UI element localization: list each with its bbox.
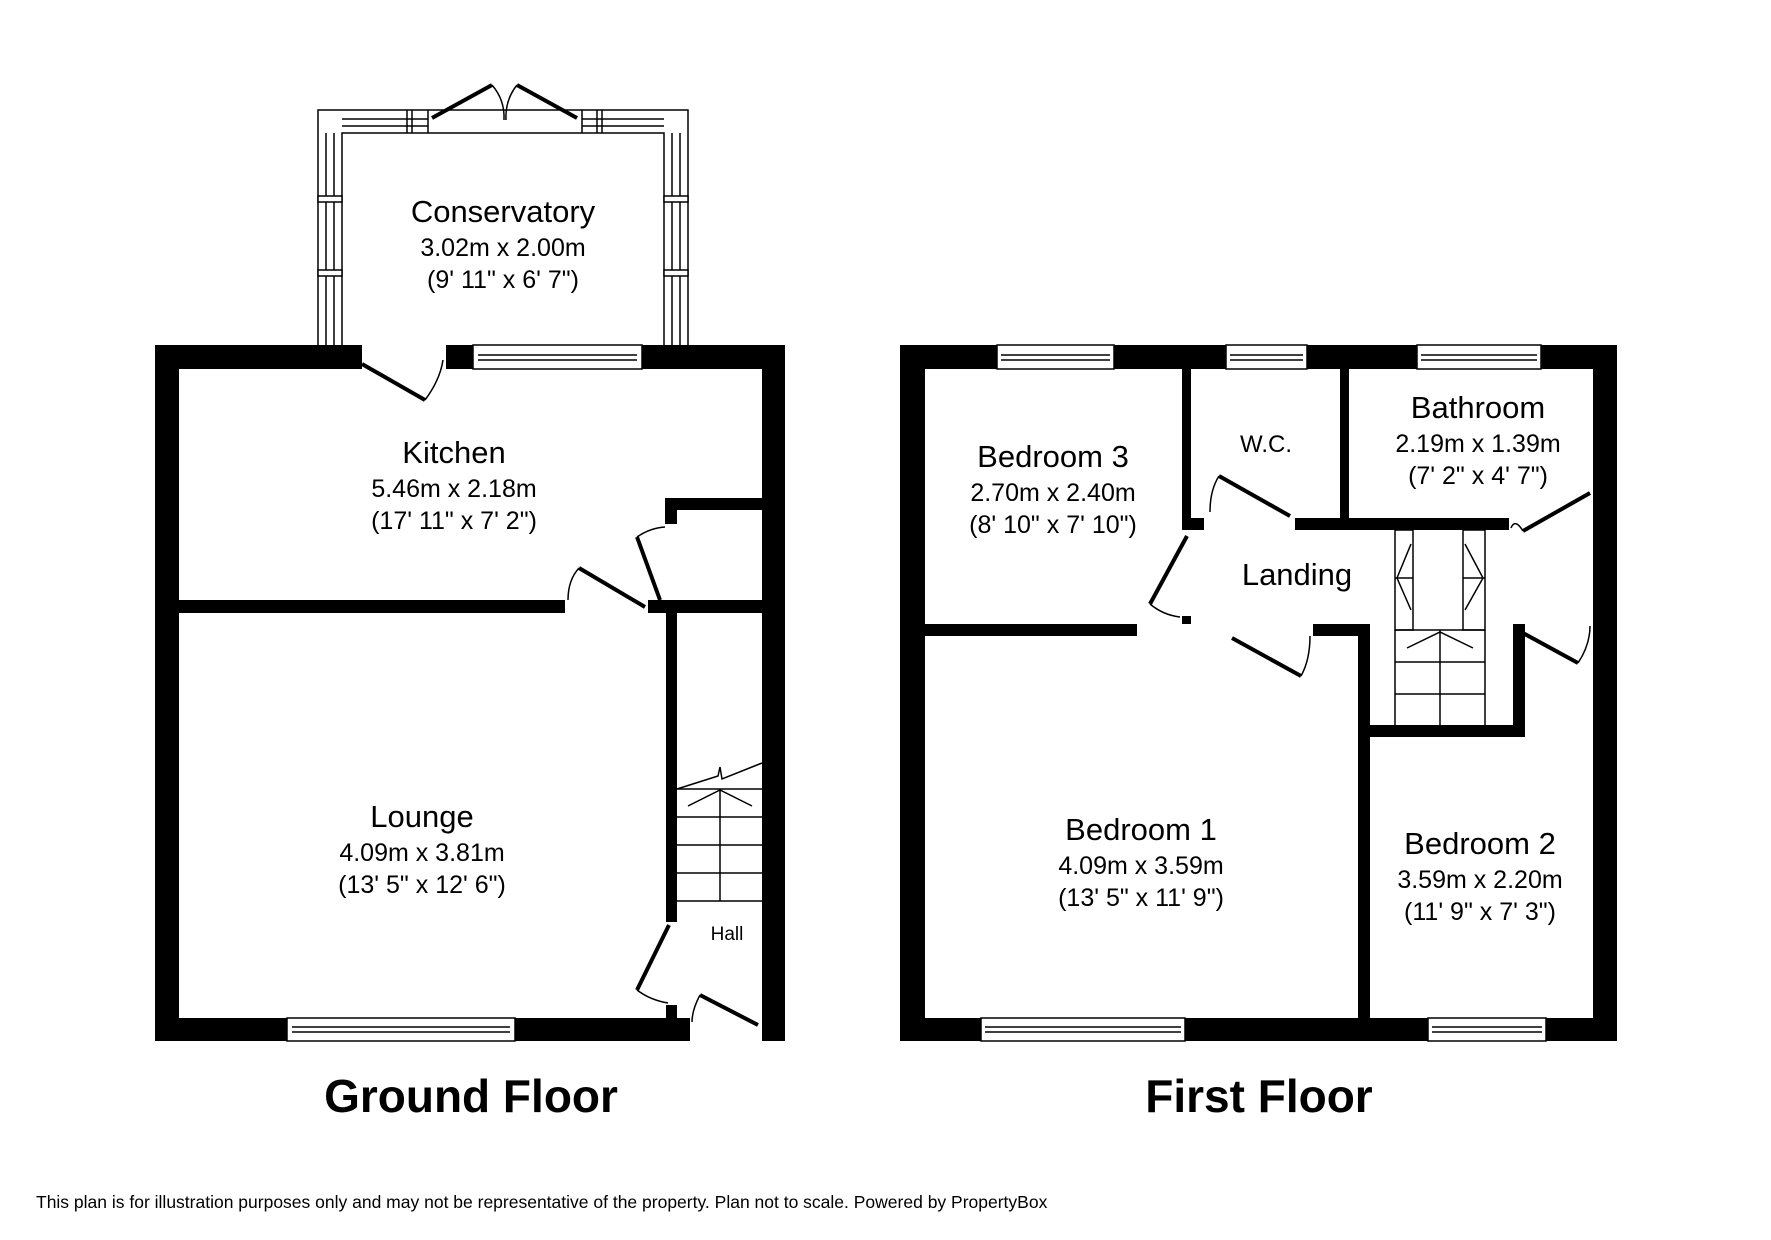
first-floor-plan: Bedroom 3 2.70m x 2.40m (8' 10" x 7' 10"… — [900, 344, 1617, 1122]
ground-floor-doors — [361, 359, 759, 1027]
landing-name: Landing — [1242, 557, 1352, 592]
first-floor-windows — [980, 344, 1547, 1042]
bedroom1-metric: 4.09m x 3.59m — [1058, 852, 1223, 880]
kitchen-metric: 5.46m x 2.18m — [371, 475, 536, 503]
hall-name: Hall — [711, 924, 744, 945]
disclaimer-footer: This plan is for illustration purposes o… — [36, 1192, 1048, 1212]
bathroom-metric: 2.19m x 1.39m — [1395, 430, 1560, 458]
french-doors — [431, 83, 578, 121]
first-floor-doors — [1148, 474, 1591, 678]
conservatory-name: Conservatory — [411, 194, 596, 229]
bedroom3-metric: 2.70m x 2.40m — [970, 479, 1135, 507]
conservatory-frame — [317, 83, 689, 345]
bedroom1-name: Bedroom 1 — [1065, 812, 1217, 847]
bathroom-imperial: (7' 2" x 4' 7") — [1408, 462, 1548, 490]
bedroom2-imperial: (11' 9" x 7' 3") — [1404, 898, 1556, 926]
ground-floor-stairs — [676, 762, 763, 902]
wc-name: W.C. — [1240, 431, 1292, 458]
lounge-imperial: (13' 5" x 12' 6") — [338, 871, 506, 899]
conservatory-metric: 3.02m x 2.00m — [420, 234, 585, 262]
bedroom3-name: Bedroom 3 — [977, 439, 1129, 474]
ground-floor-plan: Conservatory 3.02m x 2.00m (9' 11" x 6' … — [155, 83, 785, 1122]
bathroom-name: Bathroom — [1411, 390, 1545, 425]
conservatory-imperial: (9' 11" x 6' 7") — [427, 266, 579, 294]
bedroom1-imperial: (13' 5" x 11' 9") — [1058, 884, 1224, 912]
first-floor-stairs — [1394, 529, 1486, 725]
first-floor-title: First Floor — [1145, 1070, 1373, 1122]
bedroom3-imperial: (8' 10" x 7' 10") — [969, 511, 1137, 539]
bedroom2-metric: 3.59m x 2.20m — [1397, 866, 1562, 894]
lounge-name: Lounge — [370, 799, 473, 834]
kitchen-imperial: (17' 11" x 7' 2") — [371, 507, 537, 535]
bedroom2-name: Bedroom 2 — [1404, 826, 1556, 861]
lounge-metric: 4.09m x 3.81m — [339, 839, 504, 867]
kitchen-name: Kitchen — [402, 435, 505, 470]
ground-floor-title: Ground Floor — [324, 1070, 618, 1122]
ground-floor-windows — [286, 344, 643, 1042]
